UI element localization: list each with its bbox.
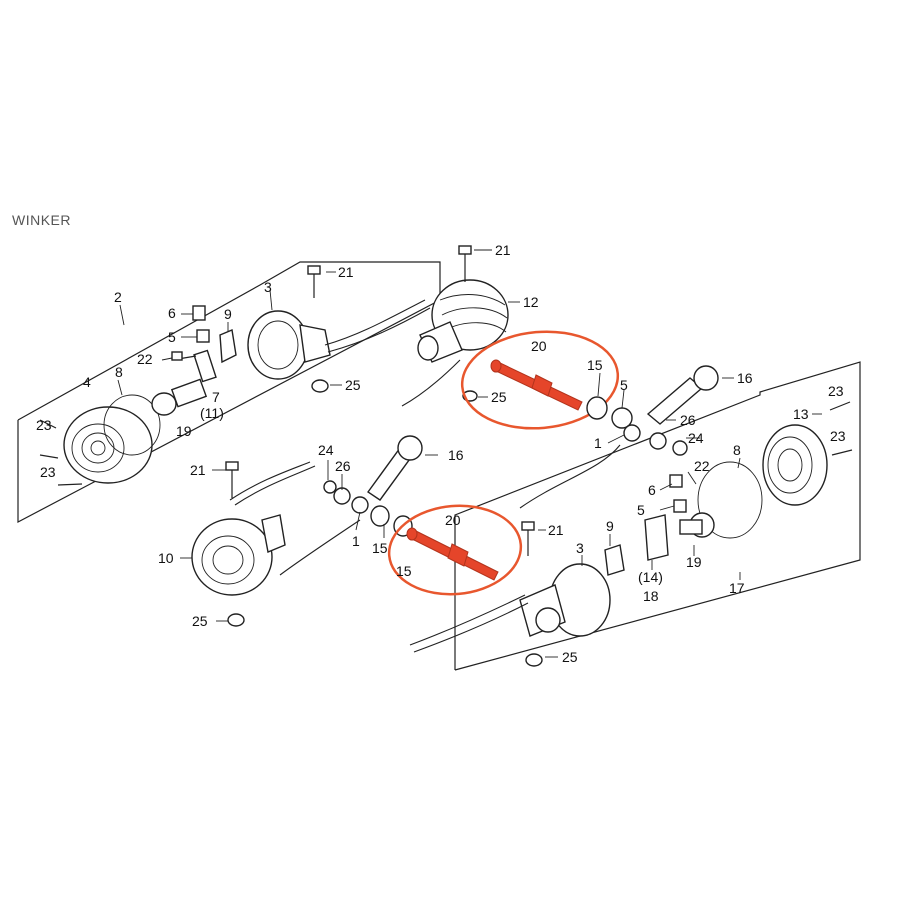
callout-25: 25 bbox=[192, 613, 208, 629]
lower-right-frame bbox=[454, 361, 861, 671]
callout-25: 25 bbox=[491, 389, 507, 405]
callout-1: 1 bbox=[594, 435, 602, 451]
callout-labels: 2 3 21 21 12 6 9 5 22 4 8 7 (11) 19 23 2… bbox=[36, 242, 846, 665]
highlight-circle-upper bbox=[460, 330, 620, 430]
callout-12: 12 bbox=[523, 294, 539, 310]
callout-20: 20 bbox=[531, 338, 547, 354]
callout-22: 22 bbox=[694, 458, 710, 474]
callout-9: 9 bbox=[224, 306, 232, 322]
callout-5: 5 bbox=[620, 377, 628, 393]
right-winker-13 bbox=[604, 401, 853, 576]
callout-25: 25 bbox=[345, 377, 361, 393]
callout-26: 26 bbox=[335, 458, 351, 474]
callout-20: 20 bbox=[445, 512, 461, 528]
callout-11: (11) bbox=[200, 405, 224, 421]
callout-19: 19 bbox=[686, 554, 702, 570]
pin-20-upper bbox=[460, 330, 620, 430]
gasket-8-right bbox=[697, 461, 763, 539]
plate-5 bbox=[196, 329, 210, 343]
callout-15: 15 bbox=[587, 357, 603, 373]
callout-21: 21 bbox=[548, 522, 564, 538]
callout-18: 18 bbox=[643, 588, 659, 604]
callout-6: 6 bbox=[648, 482, 656, 498]
callout-15: 15 bbox=[396, 563, 412, 579]
callout-3: 3 bbox=[576, 540, 584, 556]
callout-10: 10 bbox=[158, 550, 174, 566]
callout-15: 15 bbox=[372, 540, 388, 556]
callout-3: 3 bbox=[264, 279, 272, 295]
callout-16: 16 bbox=[737, 370, 753, 386]
callout-22: 22 bbox=[137, 351, 153, 367]
callout-7: 7 bbox=[212, 389, 220, 405]
callout-24: 24 bbox=[318, 442, 334, 458]
callout-25: 25 bbox=[562, 649, 578, 665]
callout-8: 8 bbox=[733, 442, 741, 458]
callout-16: 16 bbox=[448, 447, 464, 463]
highlight-circle-lower bbox=[387, 504, 523, 596]
callout-2: 2 bbox=[114, 289, 122, 305]
callout-26: 26 bbox=[680, 412, 696, 428]
callout-21: 21 bbox=[495, 242, 511, 258]
callout-21: 21 bbox=[190, 462, 206, 478]
upper-left-frame bbox=[17, 261, 441, 523]
callout-6: 6 bbox=[168, 305, 176, 321]
callout-23: 23 bbox=[830, 428, 846, 444]
callout-4: 4 bbox=[83, 374, 91, 390]
bracket-7 bbox=[193, 349, 217, 383]
lens-4 bbox=[63, 406, 153, 484]
callout-17: 17 bbox=[729, 580, 745, 596]
callout-5: 5 bbox=[637, 502, 645, 518]
lower-housing-3 bbox=[409, 444, 621, 667]
callout-23: 23 bbox=[40, 464, 56, 480]
callout-23: 23 bbox=[828, 383, 844, 399]
callout-5: 5 bbox=[168, 329, 176, 345]
pin-20-lower bbox=[387, 504, 523, 596]
callout-14: (14) bbox=[638, 569, 663, 585]
leader-lines bbox=[117, 249, 822, 658]
callout-24: 24 bbox=[688, 430, 704, 446]
callout-23: 23 bbox=[36, 417, 52, 433]
callout-19: 19 bbox=[176, 423, 192, 439]
bulb-19 bbox=[151, 392, 177, 416]
nut-25 bbox=[311, 379, 329, 393]
upper-housing-12 bbox=[401, 245, 509, 407]
plate-6 bbox=[192, 305, 206, 321]
page-title: WINKER bbox=[12, 212, 71, 228]
callout-1: 1 bbox=[352, 533, 360, 549]
gasket-8 bbox=[103, 394, 161, 456]
callout-9: 9 bbox=[606, 518, 614, 534]
upper-left-winker bbox=[39, 265, 431, 486]
callout-13: 13 bbox=[793, 406, 809, 422]
clip-9 bbox=[219, 329, 237, 364]
callout-21: 21 bbox=[338, 264, 354, 280]
callout-8: 8 bbox=[115, 364, 123, 380]
lower-left-winker-10 bbox=[191, 461, 361, 627]
